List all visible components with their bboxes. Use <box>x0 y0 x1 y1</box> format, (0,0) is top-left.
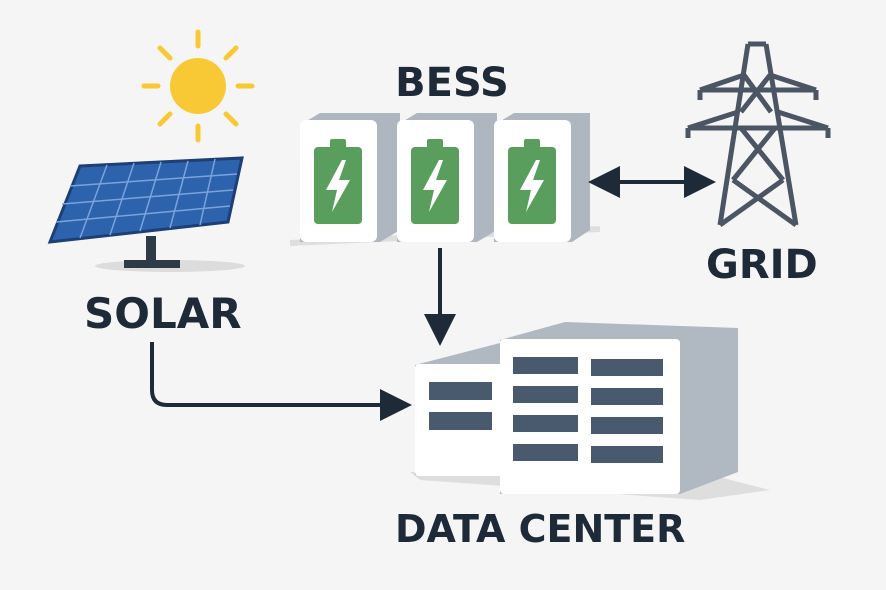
sun-icon <box>141 29 255 143</box>
grid-label: GRID <box>706 242 818 288</box>
battery-icon <box>300 113 400 242</box>
battery-icon <box>397 113 497 242</box>
solar-panel-icon <box>47 156 245 272</box>
data-center-label: DATA CENTER <box>395 507 685 551</box>
battery-icon <box>494 113 590 242</box>
bess-label: BESS <box>395 60 509 106</box>
transmission-tower-icon <box>685 41 831 228</box>
bess-battery-bank <box>290 113 600 246</box>
solar-label: SOLAR <box>84 289 242 338</box>
solar-to-datacenter-arrow <box>150 342 412 421</box>
data-center-building-icon <box>410 322 770 500</box>
